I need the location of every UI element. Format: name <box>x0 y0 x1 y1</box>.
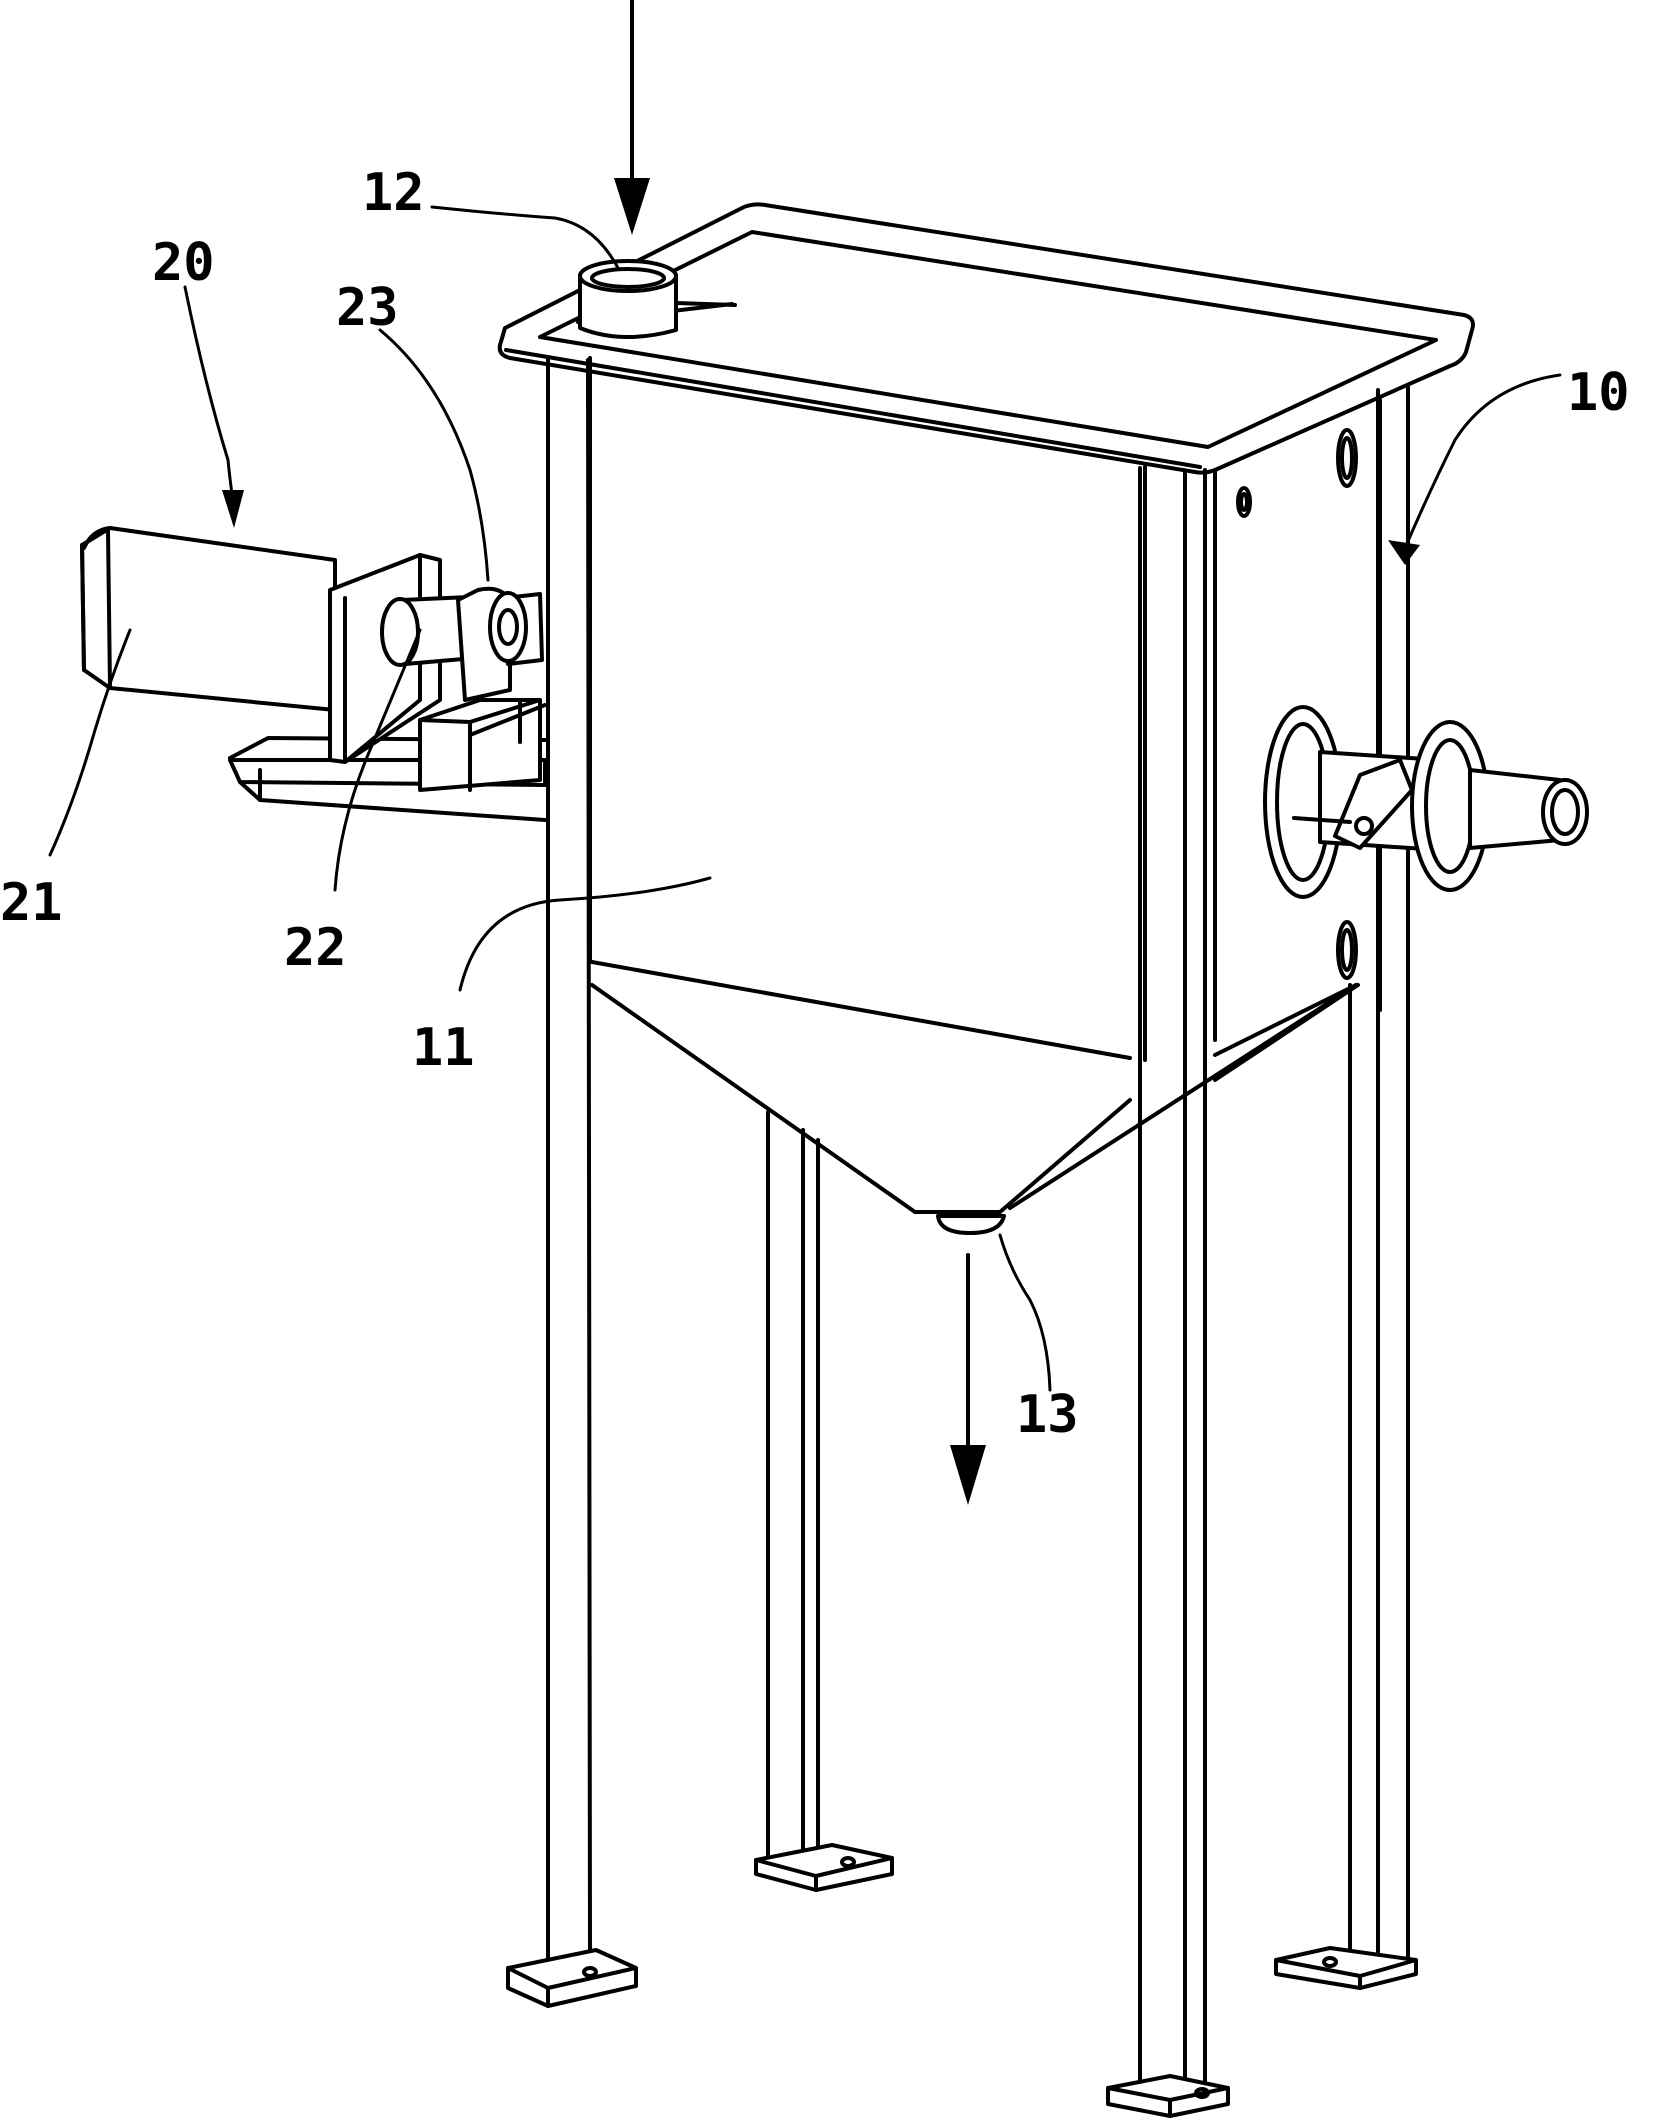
back-right-leg <box>1274 383 1418 1990</box>
tank-body <box>588 356 1382 1062</box>
motor <box>80 526 337 712</box>
label-inlet: 12 <box>362 163 425 223</box>
label-outlet: 13 <box>1016 1385 1079 1445</box>
label-tank: 11 <box>412 1018 475 1078</box>
hopper-cone <box>590 960 1360 1214</box>
outlet-pipe <box>936 1214 1006 1235</box>
shaft <box>380 595 477 667</box>
top-lid <box>497 202 1475 475</box>
label-drive-unit: 20 <box>152 233 215 293</box>
front-right-leg <box>1106 466 1230 2118</box>
label-shaft: 22 <box>284 918 347 978</box>
label-motor: 21 <box>0 873 63 933</box>
inlet-arrow <box>614 0 650 235</box>
leader-lines <box>48 205 1562 1392</box>
side-holes <box>1236 428 1358 980</box>
inlet-pipe <box>576 259 737 339</box>
back-left-leg <box>754 1110 894 1892</box>
right-shaft-assembly <box>1263 705 1589 899</box>
label-bearing: 23 <box>336 278 399 338</box>
bearing-block <box>456 586 544 702</box>
outlet-arrow <box>950 1253 986 1505</box>
labels: 10 11 12 13 20 21 22 23 <box>0 163 1630 1445</box>
drive-unit <box>228 698 547 822</box>
label-frame: 10 <box>1567 363 1630 423</box>
front-left-leg <box>506 356 638 2008</box>
